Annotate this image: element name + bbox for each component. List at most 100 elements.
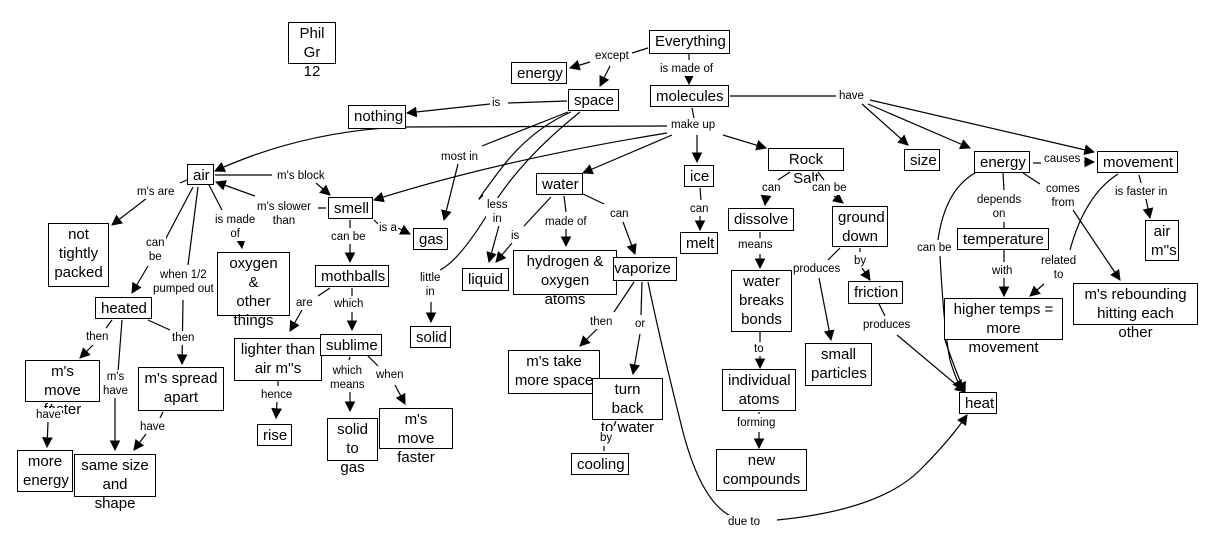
link-label-produces-ground: produces [792, 262, 842, 276]
node-ms-move-faster[interactable]: m's move faster [25, 360, 100, 418]
node-everything[interactable]: Everything [649, 30, 730, 54]
node-ms-take-more-space[interactable]: m's take more space [508, 350, 600, 394]
node-heat[interactable]: heat [959, 392, 997, 414]
link-label-comes-from: comes from [1045, 182, 1081, 210]
link-rocksalt-canbe [817, 171, 825, 181]
node-turn-back-to-water[interactable]: turn back to water [592, 378, 663, 436]
node-cooling[interactable]: cooling [571, 453, 629, 475]
link-energy-comes [1022, 172, 1041, 185]
link-produces-heat [896, 334, 966, 393]
node-higher-temps[interactable]: higher temps = more movement [944, 298, 1063, 356]
node-energy-top[interactable]: energy [511, 62, 567, 84]
node-melt[interactable]: melt [680, 232, 718, 254]
link-comes-rebounding [1072, 209, 1121, 281]
link-water-can [582, 193, 605, 205]
node-solid[interactable]: solid [410, 326, 451, 348]
link-except-space [599, 65, 611, 87]
node-molecules[interactable]: molecules [650, 85, 729, 107]
link-label-to: to [753, 342, 765, 356]
link-are-lighter [289, 309, 303, 332]
node-friction[interactable]: friction [848, 281, 903, 304]
link-label-hence: hence [260, 388, 294, 402]
link-friction-produces [878, 303, 886, 317]
link-air-whenhalf [187, 186, 199, 266]
node-space[interactable]: space [568, 89, 619, 111]
link-label-is: is [491, 96, 502, 110]
link-heated-mshave [117, 319, 123, 373]
link-label-is-made-of-air: is made of [214, 213, 257, 241]
node-lighter-than-air[interactable]: lighter than air m''s [234, 338, 322, 381]
node-smell[interactable]: smell [328, 197, 373, 219]
link-by-friction [860, 267, 871, 281]
link-label-can-be-rock-salt: can be [811, 181, 848, 195]
node-sublime[interactable]: sublime [320, 334, 382, 356]
node-small-particles[interactable]: small particles [805, 343, 872, 386]
link-label-forming: forming [736, 416, 777, 430]
node-size[interactable]: size [904, 149, 940, 171]
node-nothing[interactable]: nothing [348, 105, 406, 129]
node-rise[interactable]: rise [257, 424, 292, 446]
link-mostin-gas [441, 163, 459, 222]
node-air[interactable]: air [187, 164, 214, 185]
node-gas[interactable]: gas [413, 228, 448, 250]
node-ms-move-faster-2[interactable]: m's move faster [379, 408, 453, 466]
node-not-tightly-packed[interactable]: not tightly packed [48, 223, 109, 287]
link-label-related-to: related to [1040, 254, 1078, 282]
node-water-breaks-bonds[interactable]: water breaks bonds [731, 270, 792, 332]
node-water[interactable]: water [536, 173, 583, 195]
link-energy-depends [1002, 172, 1005, 191]
link-space-is [507, 100, 568, 104]
node-hydrogen-oxygen[interactable]: hydrogen & oxygen atoms [513, 250, 617, 308]
link-related-highertemps [1029, 283, 1045, 297]
link-ismadeof-oxygen [235, 237, 247, 250]
link-have2-samesize [133, 433, 147, 451]
link-sublime-whichmeans [348, 356, 351, 361]
node-movement[interactable]: movement [1097, 151, 1178, 173]
node-ice[interactable]: ice [684, 165, 714, 187]
node-ground-down[interactable]: ground down [832, 206, 888, 247]
link-label-which-means: which means [329, 364, 366, 392]
node-mothballs[interactable]: mothballs [315, 265, 389, 287]
link-turnback-by [613, 420, 617, 427]
link-msare-nottightly [111, 197, 148, 226]
link-label-with: with [991, 264, 1014, 278]
link-makeup-rocksalt [722, 134, 768, 151]
node-air-ms[interactable]: air m''s [1145, 220, 1179, 261]
link-canbe-ground [832, 192, 844, 204]
node-heated[interactable]: heated [95, 297, 152, 319]
link-sublime-when [366, 354, 379, 367]
node-oxygen-other[interactable]: oxygen & other things [217, 252, 290, 329]
node-solid-to-gas[interactable]: solid to gas [327, 418, 378, 476]
node-same-size-shape[interactable]: same size and shape [74, 454, 156, 512]
node-dissolve[interactable]: dissolve [728, 208, 794, 231]
link-label-which: which [333, 297, 365, 311]
node-ms-spread-apart[interactable]: m's spread apart [138, 367, 224, 411]
node-ms-rebounding[interactable]: m's rebounding hitting each other [1073, 283, 1198, 341]
link-then-mstake [579, 327, 599, 347]
link-have-size [861, 103, 909, 146]
node-temperature[interactable]: temperature [957, 228, 1049, 250]
link-everything-except [631, 47, 649, 54]
node-rock-salt[interactable]: Rock Salt [768, 148, 844, 187]
link-hence-rise [271, 401, 282, 420]
link-heated-then1 [105, 319, 113, 329]
link-vaporize-or [640, 281, 643, 316]
link-can-dissolve [760, 194, 772, 207]
link-spread-have [159, 411, 164, 419]
node-vaporize[interactable]: vaporize [613, 257, 677, 281]
link-label-ms-slower-than: m's slower than [256, 200, 312, 228]
node-energy[interactable]: energy [974, 151, 1030, 173]
link-space-lessin [478, 111, 572, 200]
link-dueto-heat [776, 414, 968, 521]
node-liquid[interactable]: liquid [462, 268, 509, 291]
link-vaporize-then [613, 281, 635, 313]
node-individual-atoms[interactable]: individual atoms [722, 369, 796, 411]
link-label-can-water: can [609, 207, 630, 221]
node-more-energy[interactable]: more energy [17, 450, 73, 492]
node-new-compounds[interactable]: new compounds [716, 449, 807, 491]
link-label-are: are [295, 296, 314, 310]
link-label-by-ground: by [853, 254, 868, 268]
link-makeup-water [582, 134, 673, 175]
link-movement-isfaster [1138, 174, 1142, 184]
